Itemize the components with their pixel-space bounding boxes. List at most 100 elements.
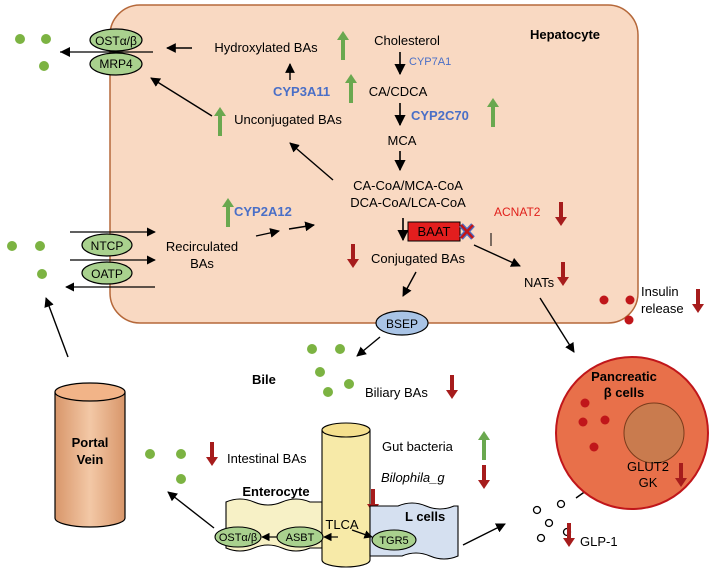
cholesterol-label: Cholesterol [374,33,440,48]
beta-cell-nucleus [623,402,685,464]
down-arrow-acnat2 [555,202,567,226]
insulin-dot [589,442,599,452]
ba-dot [37,269,47,279]
intestinal-bas-label: Intestinal BAs [227,451,307,466]
portal-vein-body [54,392,126,528]
insulin-dot [578,417,588,427]
asbt-label: ASBT [286,532,315,544]
arrow-enterocyte-to-portal [167,491,215,529]
insulin-dot [599,295,609,305]
arrow-conjugated-to-bsep [402,271,417,297]
arrow-lcells-to-glp1 [462,523,506,546]
down-arrow-insulin [692,289,704,313]
arrow-recirculated-to-coa-2 [288,221,315,232]
ba-dot [7,241,17,251]
insulin-dot [580,398,590,408]
hydroxylated-bas-label: Hydroxylated BAs [214,40,318,55]
ntcp-transporter [81,233,133,257]
up-arrow-unconjugated [214,107,226,136]
arrow-portal-to-liver [44,297,69,358]
ba-dot [335,344,345,354]
biliary-bas-label: Biliary BAs [365,385,428,400]
insulin-label-line1: Insulin [641,284,679,299]
baat-label: BAAT [418,224,451,239]
hepatocyte-title: Hepatocyte [530,27,600,42]
up-arrow-cyp3a11 [345,74,357,103]
hepatocyte-cell [109,4,639,324]
down-arrow-intestinal [206,442,218,466]
portal-vein-top [54,382,126,402]
ost-label-top: OSTα/β [95,34,137,48]
down-arrow-glp1 [563,523,575,547]
cyp7a1-label: CYP7A1 [409,56,451,68]
recirculated-label-line2: BAs [190,256,214,271]
portal-vein-line2: Vein [77,452,104,467]
pancreas-label-line2: β cells [604,385,644,400]
ca-cdca-label: CA/CDCA [369,84,428,99]
ba-dot [344,379,354,389]
oatp-transporter [81,261,133,285]
ba-dot [176,474,186,484]
ba-dot [35,241,45,251]
cyp2a12-label: CYP2A12 [234,204,292,219]
coa-label-line2: DCA-CoA/LCA-CoA [350,195,466,210]
mrp4-transporter [89,52,143,76]
gut-bacteria-label: Gut bacteria [382,439,454,454]
arrow-coa-to-unconjugated [289,142,334,181]
arrow-nats-to-pancreas [539,297,575,353]
bilophila-label: Bilophila_g [381,470,445,485]
ba-dot [15,34,25,44]
insulin-dots [578,295,635,452]
ba-dot [145,449,155,459]
enterocyte-label: Enterocyte [242,484,309,499]
oatp-label: OATP [91,267,123,281]
cyp3a11-label: CYP3A11 [273,84,330,99]
insulin-label-line2: release [641,301,684,316]
nats-label: NATs [524,275,555,290]
ost-label-bottom: OSTα/β [219,532,257,544]
arrow-tlca-to-tgr5 [351,529,373,539]
ba-dot [41,34,51,44]
ba-dot [323,387,333,397]
glut2-label: GLUT2 [627,459,669,474]
down-arrow-biliary [446,375,458,399]
intestine-lumen [321,430,371,568]
gk-label: GK [639,475,658,490]
mrp4-label: MRP4 [99,57,133,71]
insulin-dot [624,315,634,325]
ba-dot [307,344,317,354]
insulin-dot [600,415,610,425]
coa-label-line1: CA-CoA/MCA-CoA [353,178,463,193]
arrow-conjugated-to-nats [473,244,521,267]
up-arrow-cyp2c70 [487,98,499,127]
cyp2c70-label: CYP2C70 [411,108,469,123]
bile-label: Bile [252,372,276,387]
unconjugated-bas-label: Unconjugated BAs [234,112,342,127]
glp1-dot [536,533,546,543]
recirculated-label-line1: Recirculated [166,239,238,254]
insulin-dot [625,295,635,305]
down-arrow-nats [557,262,569,286]
ba-dot [39,61,49,71]
intestine-lumen-top [321,422,371,438]
tlca-label: TLCA [325,517,359,532]
tgr5-receptor [371,529,417,551]
baat-knockout-x-icon [459,223,475,240]
down-arrow-bilophila [478,465,490,489]
pancreas-label-line1: Pancreatic [591,369,657,384]
ntcp-label: NTCP [91,239,124,253]
up-arrow-cyp2a12 [222,198,234,227]
portal-vein-line1: Portal [72,435,109,450]
glp1-dot [556,499,566,509]
bsep-label: BSEP [386,317,418,331]
baat-box [407,221,461,242]
arrow-unconjugated-to-mrp4 [150,77,213,117]
glp1-dots [532,499,572,543]
ost-transporter-top [89,28,143,52]
conjugated-bas-label: Conjugated BAs [371,251,465,266]
ost-transporter-bottom [214,526,262,548]
glp1-label: GLP-1 [580,534,618,549]
up-arrow-hydroxylated [337,31,349,60]
down-arrow-conjugated [347,244,359,268]
